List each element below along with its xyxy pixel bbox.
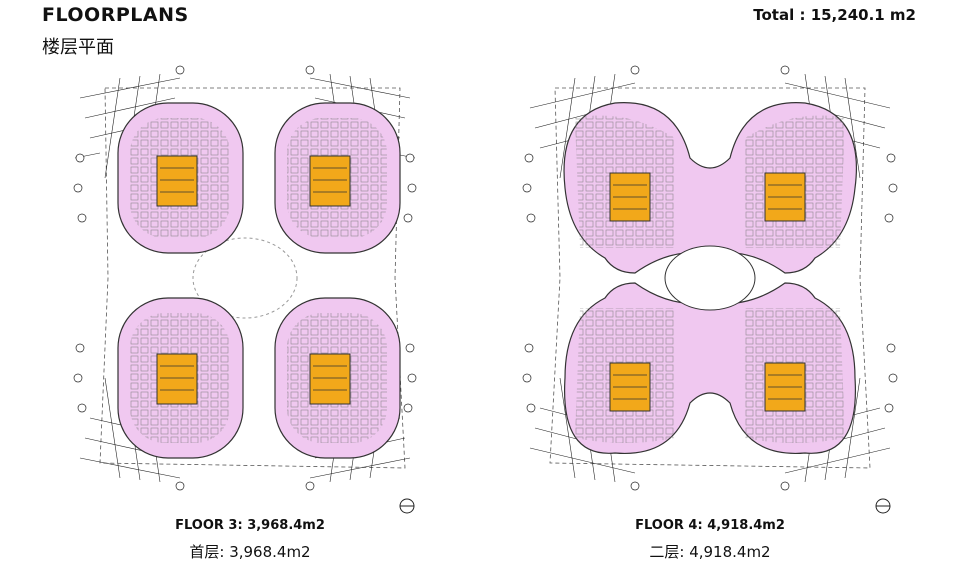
pod-bottom-left (117, 297, 244, 459)
pod-top-right (274, 102, 401, 254)
floor-3-plan (73, 65, 417, 491)
floor-4-area-en: FLOOR 4: 4,918.4m2 (635, 518, 785, 533)
floor-4-area-cn: 二层: 4,918.4m2 (649, 543, 771, 561)
floor-4-caption: FLOOR 4: 4,918.4m2 二层: 4,918.4m2 (560, 518, 860, 562)
total-area: Total : 15,240.1 m2 (753, 6, 916, 24)
grid-markers (522, 65, 898, 491)
floor-3-caption: FLOOR 3: 3,968.4m2 首层: 3,968.4m2 (100, 518, 400, 562)
pod-top-left (117, 102, 244, 254)
grid-markers (73, 65, 417, 491)
page-title: FLOORPLANS (42, 4, 189, 26)
floor-3-area-en: FLOOR 3: 3,968.4m2 (175, 518, 325, 533)
floor-4-plan (522, 65, 898, 491)
north-arrow-icon (875, 498, 891, 514)
pod-bottom-right (274, 297, 401, 459)
north-arrow-icon (399, 498, 415, 514)
floor-3-area-cn: 首层: 3,968.4m2 (189, 543, 311, 561)
page-subtitle: 楼层平面 (42, 37, 114, 58)
